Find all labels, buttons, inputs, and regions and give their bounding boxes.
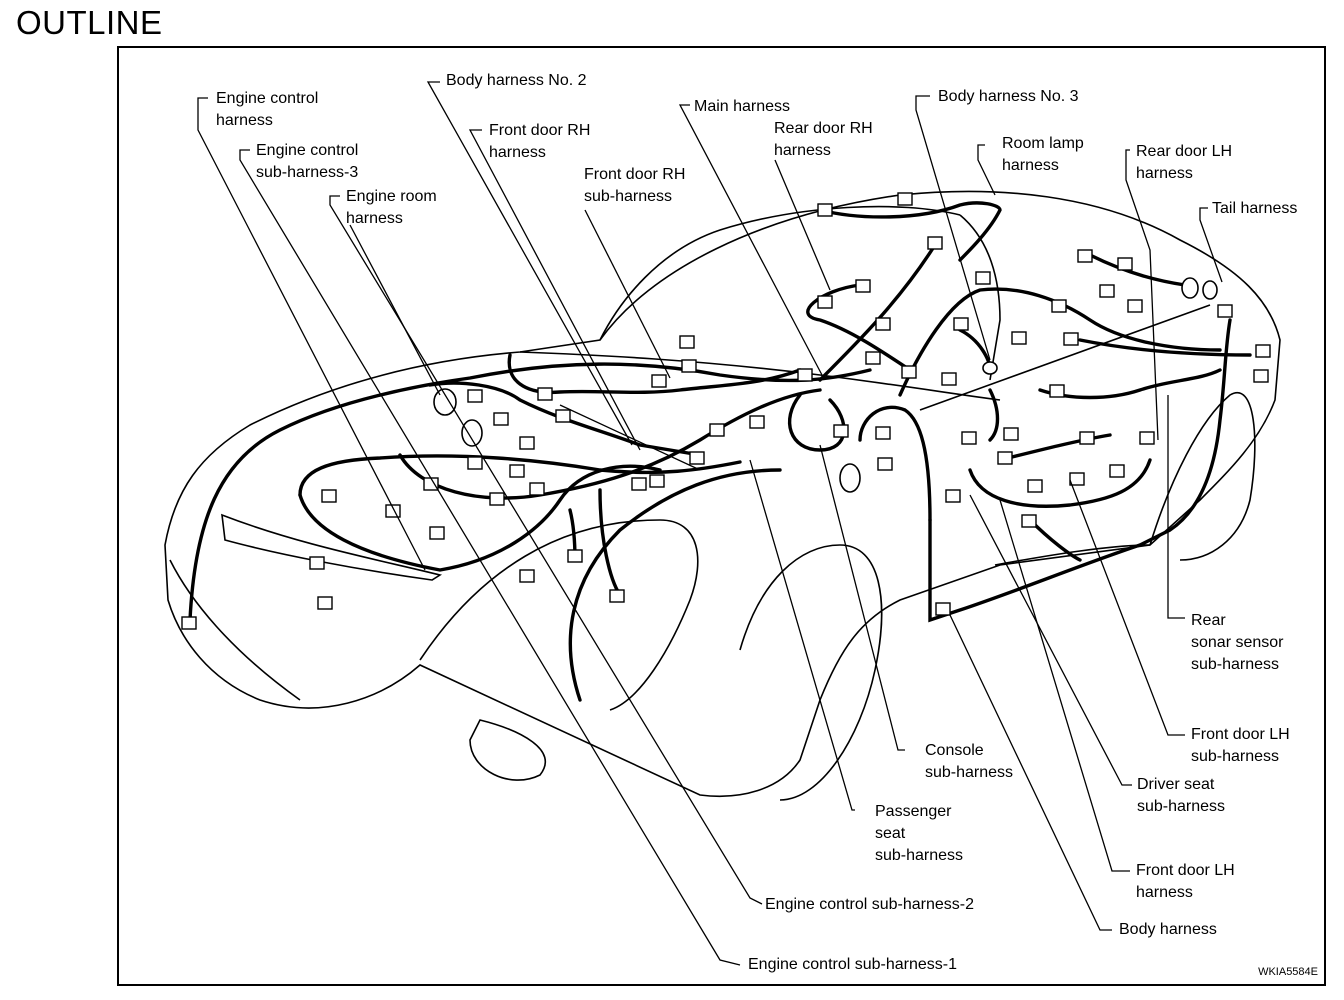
connector <box>567 549 583 563</box>
label-main-harness: Main harness <box>694 98 791 115</box>
connector <box>309 556 325 570</box>
connector <box>429 526 445 540</box>
connector <box>651 374 667 388</box>
connector <box>509 464 525 478</box>
connector <box>467 389 483 403</box>
label-console-sub-harness: Console sub-harness <box>925 742 1014 781</box>
grommet <box>1202 280 1218 300</box>
connector <box>749 415 765 429</box>
connector <box>1003 427 1019 441</box>
connector <box>519 569 535 583</box>
label-engine-control-sub-harness-1: Engine control sub-harness-1 <box>748 956 958 973</box>
connector <box>519 436 535 450</box>
connector <box>649 474 665 488</box>
label-driver-seat-sub-harness: Driver seat sub-harness <box>1137 776 1226 815</box>
connector <box>901 365 917 379</box>
connector <box>1077 249 1093 263</box>
connector <box>1051 299 1067 313</box>
label-rear-sonar-sensor-sub-harness: Rear sonar sensor sub-harness <box>1191 612 1284 673</box>
connector <box>865 351 881 365</box>
connector <box>1063 332 1079 346</box>
connector <box>1099 284 1115 298</box>
connector <box>1049 384 1065 398</box>
connector <box>679 335 695 349</box>
grommet <box>839 463 861 493</box>
connector <box>875 426 891 440</box>
connector <box>681 359 697 373</box>
label-engine-control-sub-harness-2: Engine control sub-harness-2 <box>765 896 975 913</box>
connector <box>1069 472 1085 486</box>
connector <box>833 424 849 438</box>
connector <box>1255 344 1271 358</box>
connector <box>321 489 337 503</box>
connector <box>537 387 553 401</box>
connector <box>555 409 571 423</box>
label-engine-control-sub-harness-3: Engine control sub-harness-3 <box>256 142 359 181</box>
connector <box>181 616 197 630</box>
leader-lines <box>197 81 1223 966</box>
diagram-frame <box>117 46 1326 986</box>
connector <box>897 192 913 206</box>
connector <box>875 317 891 331</box>
connector <box>1253 369 1269 383</box>
connector <box>1127 299 1143 313</box>
connector <box>953 317 969 331</box>
connector <box>1217 304 1233 318</box>
label-engine-control-harness: Engine control harness <box>216 90 319 129</box>
label-rear-door-rh-harness: Rear door RH harness <box>774 120 873 159</box>
grommet <box>1181 277 1199 299</box>
connector <box>1021 514 1037 528</box>
connector <box>689 451 705 465</box>
connector <box>1027 479 1043 493</box>
label-body-harness: Body harness <box>1119 921 1217 938</box>
connector <box>817 295 833 309</box>
connector <box>935 602 951 616</box>
connector <box>941 372 957 386</box>
connector <box>1139 431 1155 445</box>
connector <box>467 456 483 470</box>
page-title: OUTLINE <box>16 4 163 41</box>
connector <box>945 489 961 503</box>
label-front-door-rh-sub-harness: Front door RH sub-harness <box>584 166 686 205</box>
connector <box>817 203 833 217</box>
connector <box>631 477 647 491</box>
label-passenger-seat-sub-harness: Passenger seat sub-harness <box>875 803 964 864</box>
connector <box>317 596 333 610</box>
grommet <box>461 419 483 447</box>
connector <box>961 431 977 445</box>
connector <box>975 271 991 285</box>
harness-wiring <box>188 201 1252 702</box>
label-room-lamp-harness: Room lamp harness <box>1002 135 1084 174</box>
connector <box>1117 257 1133 271</box>
connector <box>797 368 813 382</box>
connector <box>927 236 943 250</box>
label-rear-door-lh-harness: Rear door LH harness <box>1136 143 1233 182</box>
grommets <box>433 277 1218 493</box>
figure-code: WKIA5584E <box>1258 966 1318 978</box>
label-front-door-lh-sub-harness: Front door LH sub-harness <box>1191 726 1290 765</box>
connector <box>489 492 505 506</box>
connector <box>855 279 871 293</box>
connector <box>997 451 1013 465</box>
connector <box>423 477 439 491</box>
connector <box>493 412 509 426</box>
label-body-harness-no-3: Body harness No. 3 <box>938 88 1079 105</box>
car-body-outline <box>164 190 1281 801</box>
label-engine-room-harness: Engine room harness <box>346 188 437 227</box>
label-front-door-rh-harness: Front door RH harness <box>489 122 591 161</box>
grommet <box>982 361 998 375</box>
connector <box>877 457 893 471</box>
grommet <box>433 388 457 416</box>
connector <box>1079 431 1095 445</box>
connector <box>1011 331 1027 345</box>
connector <box>609 589 625 603</box>
connector <box>709 423 725 437</box>
connector-blocks <box>181 192 1271 630</box>
label-front-door-lh-harness: Front door LH harness <box>1136 862 1235 901</box>
connector <box>529 482 545 496</box>
label-tail-harness: Tail harness <box>1212 200 1298 217</box>
connector <box>1109 464 1125 478</box>
label-body-harness-no-2: Body harness No. 2 <box>446 72 587 89</box>
